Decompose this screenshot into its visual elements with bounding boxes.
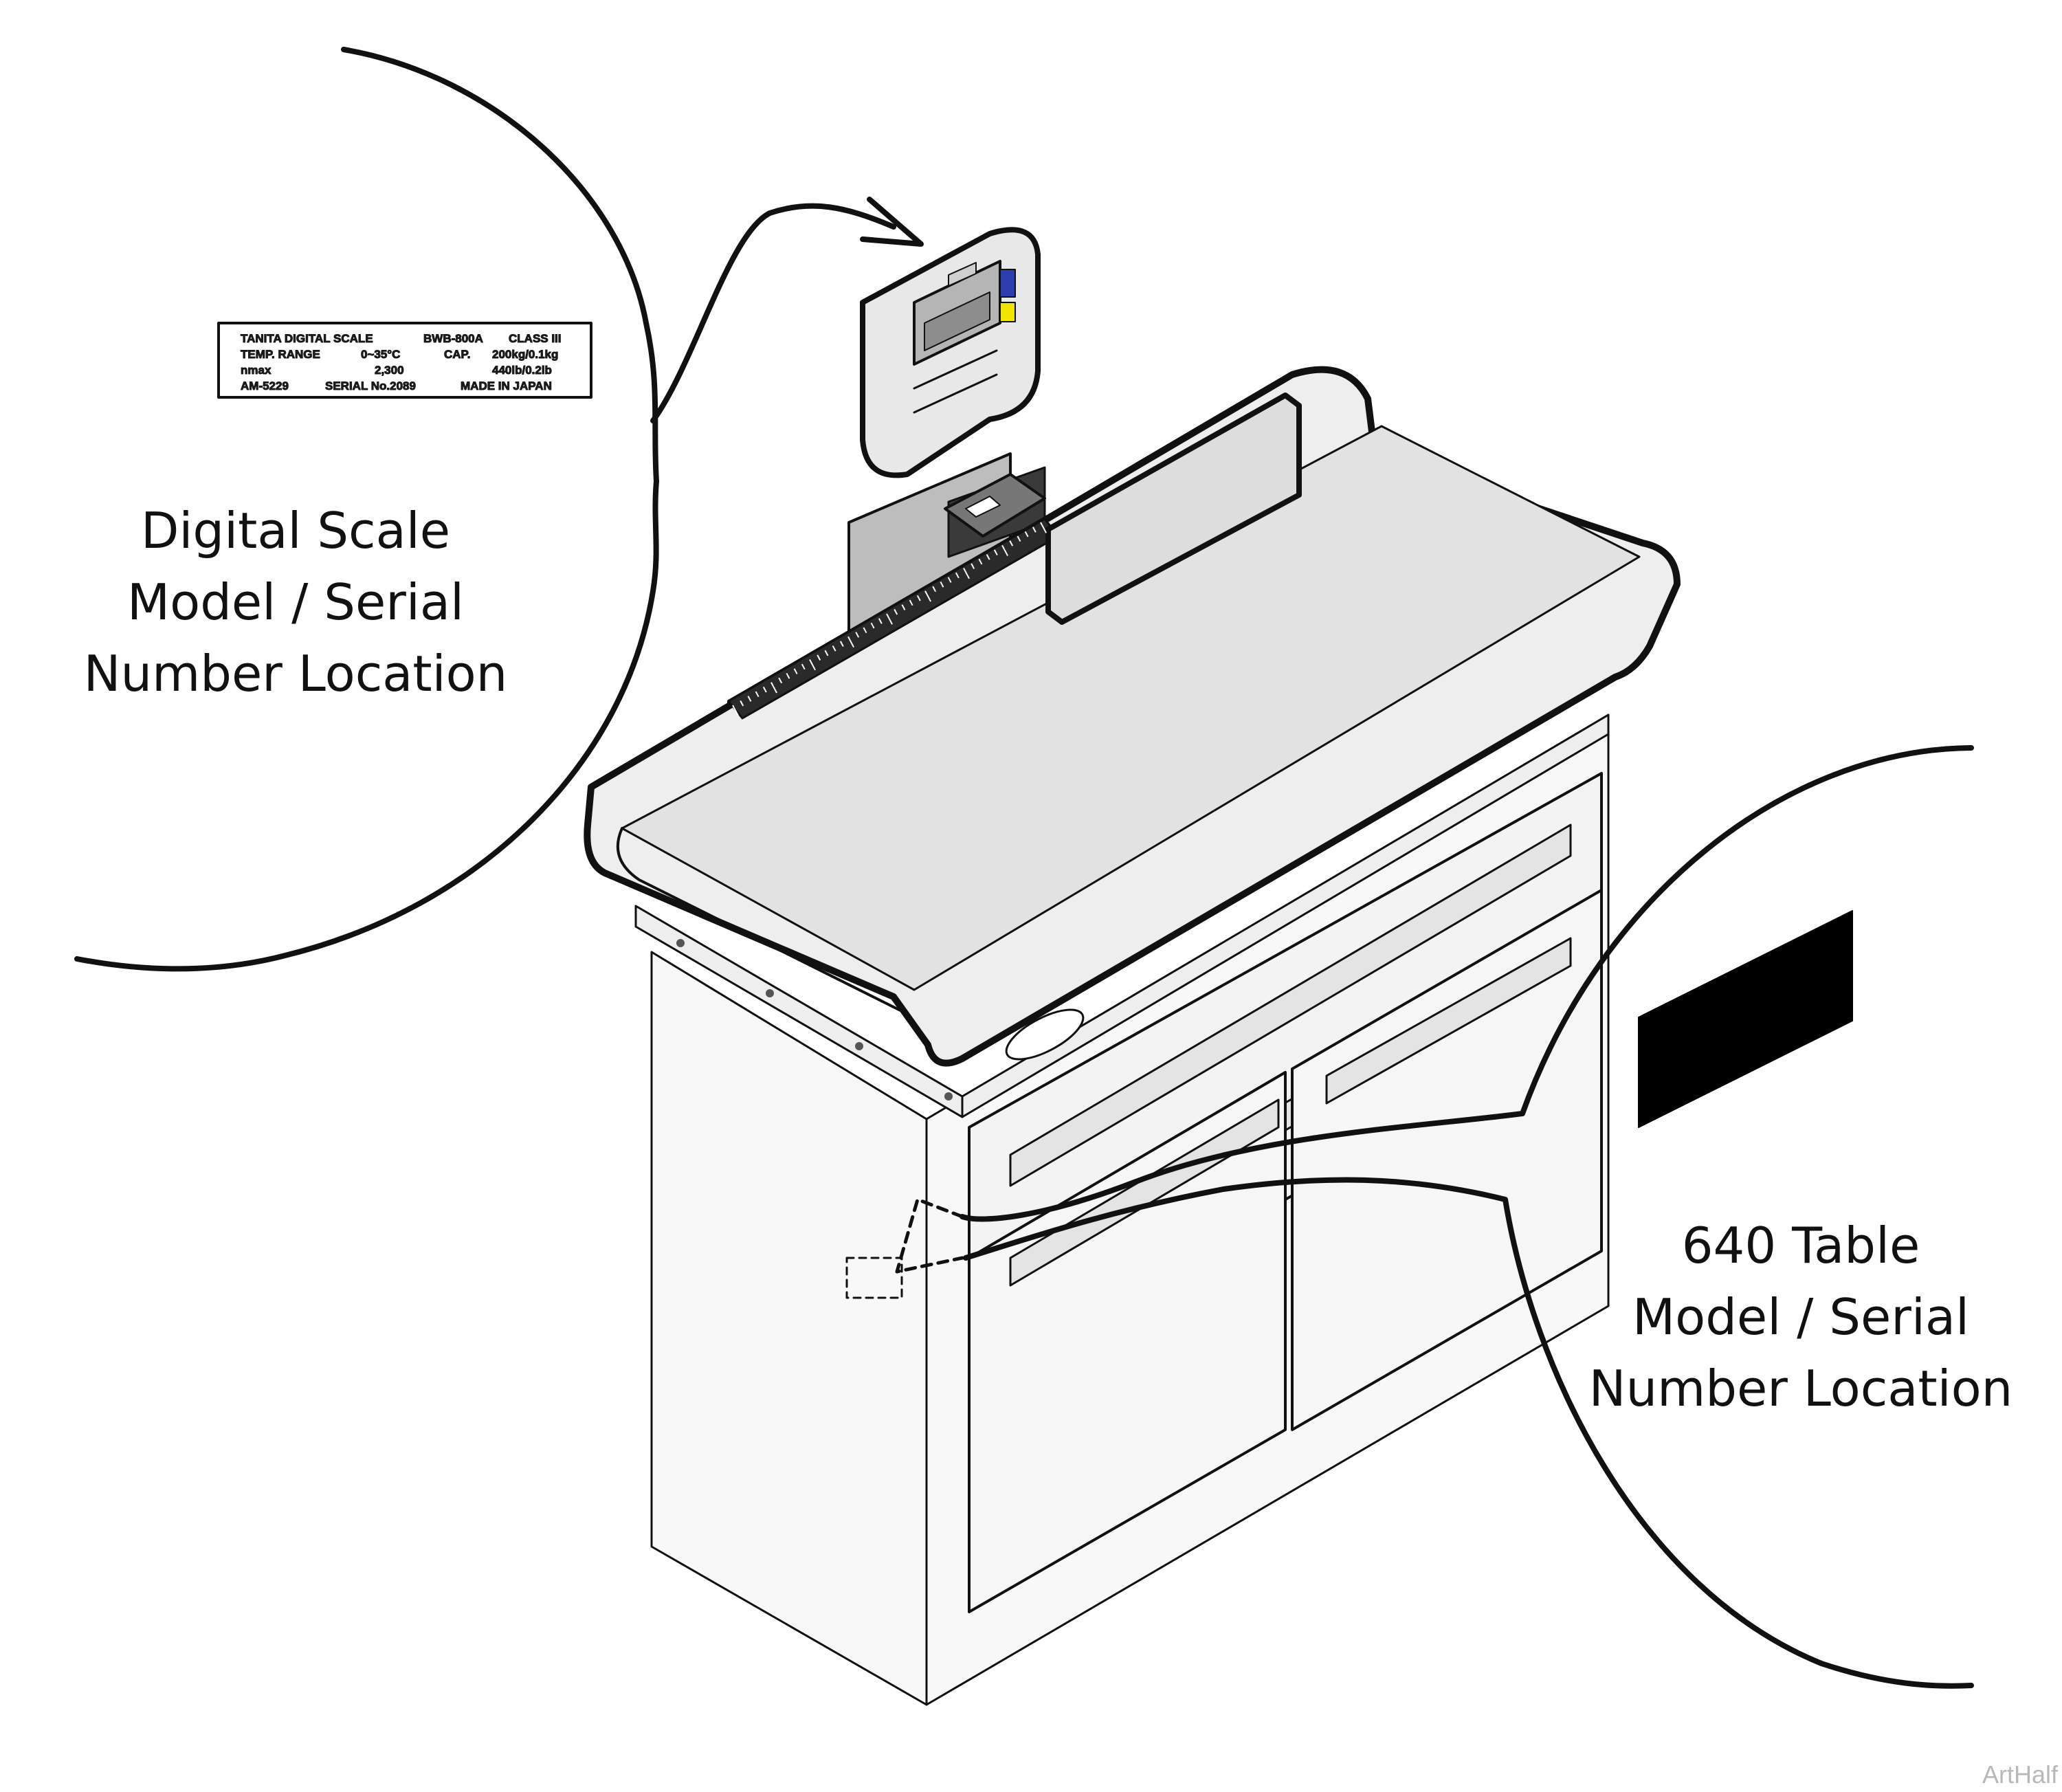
ruler-tick (1024, 531, 1029, 538)
scale-callout-line3: Number Location (83, 645, 508, 703)
ruler-tick (1032, 527, 1036, 533)
table-plate-dashed-leader (895, 1197, 964, 1274)
ruler-tick (971, 563, 975, 569)
ruler-tick (771, 682, 777, 694)
table-serial-plate (1638, 910, 1853, 1128)
ruler-tick (916, 595, 921, 601)
ruler-tick (832, 645, 836, 652)
footboard (1045, 392, 1302, 625)
ruler-tick (809, 659, 816, 671)
table-callout-text: 640 Table Model / Serial Number Location (1540, 1210, 2062, 1424)
ruler-tick (955, 572, 960, 579)
ruler-tick (824, 650, 829, 656)
ruler-tick (793, 668, 798, 674)
plate-r1c1: TANITA DIGITAL SCALE (241, 332, 373, 345)
plate-r4c3: MADE IN JAPAN (461, 379, 552, 392)
ruler-tick (993, 549, 998, 556)
cabinet (634, 714, 1610, 1706)
ruler-tick (901, 604, 906, 610)
watermark: ArtHalf (1982, 1760, 2058, 1789)
plate-r4c1: AM-5229 (241, 379, 289, 392)
plate-r3c3: 440lb/0.2lb (492, 364, 552, 377)
ruler-tick (747, 696, 752, 702)
ruler-tick (886, 613, 893, 625)
plate-r2c2: 0~35°C (361, 348, 400, 361)
scale-key-blue (999, 269, 1016, 298)
ruler-tick (932, 586, 937, 593)
ruler-tick (839, 641, 844, 648)
plate-r4c2: SERIAL No.2089 (325, 379, 416, 392)
scale-display-head (860, 227, 1041, 478)
ruler-tick (732, 705, 739, 716)
ruler-tick (978, 558, 983, 565)
ruler-tick (909, 599, 913, 606)
ruler-tick (986, 554, 990, 560)
ruler-tick (817, 654, 821, 661)
ruler-tick (1017, 535, 1021, 542)
ruler-tick (786, 672, 790, 679)
ruler-tick (740, 700, 744, 707)
ruler-tick (1009, 540, 1014, 546)
table-plate-hidden-outline (845, 1257, 903, 1299)
ruler-ticks (732, 522, 1047, 716)
manufacturer-logo (1005, 1008, 1085, 1061)
table-callout-bubble (845, 745, 1974, 1689)
ruler-tick (755, 691, 760, 698)
scale-callout-line2: Model / Serial (127, 573, 464, 631)
ruler-tick (855, 632, 860, 638)
plate-r3c2: 2,300 (375, 364, 404, 377)
ruler-tick (801, 663, 806, 670)
plate-r3c1: nmax (241, 364, 271, 377)
ruler-tick (863, 627, 867, 634)
ruler-tick (762, 686, 767, 693)
plate-r2c3: CAP. (444, 348, 470, 361)
ruler-tick (894, 608, 898, 615)
ruler-tick (870, 622, 875, 629)
plate-r1c2: BWB-800A (423, 332, 483, 345)
ruler-tick (878, 618, 883, 624)
table-callout-line1: 640 Table (1681, 1217, 1920, 1274)
ruler-tick (924, 590, 931, 602)
plate-r1c3: CLASS III (509, 332, 562, 345)
scale-callout-text: Digital Scale Model / Serial Number Loca… (41, 495, 550, 709)
ruler-tick (847, 636, 854, 648)
plate-r2c1: TEMP. RANGE (241, 348, 320, 361)
ruler-tick (778, 677, 783, 684)
table-callout-line3: Number Location (1588, 1360, 2013, 1417)
scale-callout-bubble (74, 47, 924, 972)
scale-label-plate: TANITA DIGITAL SCALE BWB-800A CLASS III … (217, 322, 592, 399)
table-callout-line2: Model / Serial (1632, 1288, 1969, 1346)
ruler-tick (1040, 522, 1047, 533)
ruler-tick (963, 568, 970, 579)
scale-key-yellow (999, 302, 1016, 322)
ruler-tick (940, 581, 944, 588)
ruler-tick (1001, 544, 1008, 557)
scale-callout-line1: Digital Scale (140, 502, 451, 560)
ruler-tick (947, 577, 952, 583)
cabinet-doors (968, 889, 1603, 1613)
screws (676, 939, 953, 1100)
plate-r2c4: 200kg/0.1kg (492, 348, 558, 361)
infant-tray (584, 366, 1681, 1067)
